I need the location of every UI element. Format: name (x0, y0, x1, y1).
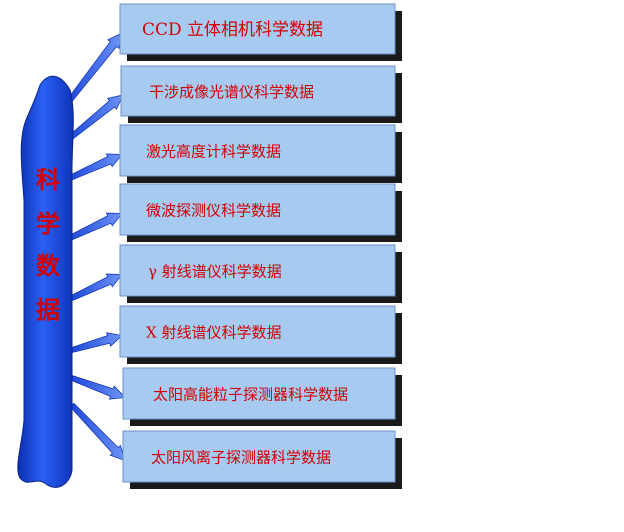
box-body (120, 65, 396, 117)
banner-shape (17, 75, 74, 488)
data-box-2: 干涉成像光谱仪科学数据 (120, 65, 402, 123)
arrow-5 (70, 273, 123, 301)
box-label: 激光高度计科学数据 (146, 143, 281, 161)
box-body (119, 3, 396, 55)
box-body (119, 124, 396, 177)
arrow-2 (67, 94, 124, 141)
data-box-3: 激光高度计科学数据 (119, 124, 402, 183)
data-box-8: 太阳风离子探测器科学数据 (122, 430, 402, 489)
arrow-7 (70, 375, 126, 400)
box-label: γ 射线谱仪科学数据 (148, 263, 282, 281)
banner-char: 科 (36, 165, 60, 194)
data-box-1: CCD 立体相机科学数据 (119, 3, 402, 61)
box-label: 太阳高能粒子探测器科学数据 (153, 386, 348, 404)
box-body (119, 183, 396, 236)
banner: 科学数据 (17, 75, 74, 488)
banner-label: 科学数据 (36, 165, 61, 324)
box-label: 干涉成像光谱仪科学数据 (149, 83, 314, 101)
box-label: X 射线谱仪科学数据 (146, 324, 281, 342)
banner-char: 学 (36, 209, 60, 238)
arrow-4 (68, 212, 123, 241)
data-box-7: 太阳高能粒子探测器科学数据 (122, 367, 402, 426)
data-box-list: CCD 立体相机科学数据干涉成像光谱仪科学数据激光高度计科学数据微波探测仪科学数… (119, 3, 402, 489)
banner-char: 数 (36, 251, 61, 280)
data-box-4: 微波探测仪科学数据 (119, 183, 402, 242)
arrow-3 (68, 153, 123, 181)
box-label: 太阳风离子探测器科学数据 (151, 449, 331, 467)
box-body (119, 305, 396, 358)
box-body (122, 430, 396, 483)
data-box-6: X 射线谱仪科学数据 (119, 305, 402, 364)
banner-char: 据 (36, 295, 60, 324)
box-label: CCD 立体相机科学数据 (142, 20, 323, 40)
arrow-8 (69, 402, 126, 462)
box-label: 微波探测仪科学数据 (146, 202, 281, 220)
data-box-5: γ 射线谱仪科学数据 (119, 244, 402, 303)
box-body (122, 367, 396, 420)
box-body (119, 244, 396, 297)
arrow-1 (67, 32, 123, 103)
arrow-6 (70, 332, 123, 353)
connector-arrows (67, 32, 126, 462)
